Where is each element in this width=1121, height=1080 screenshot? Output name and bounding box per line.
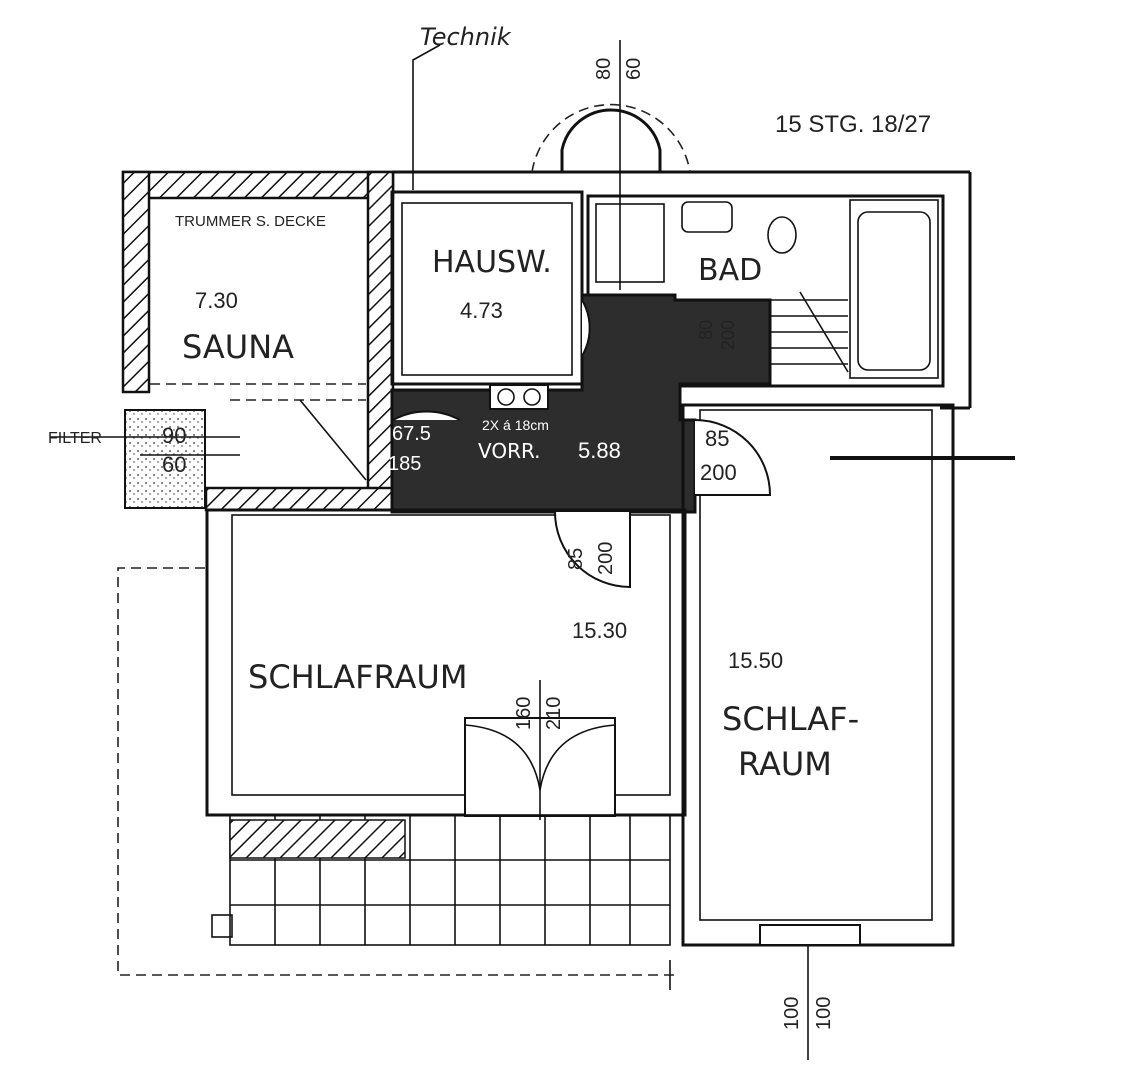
bad-stairs (770, 291, 849, 373)
schlafraum-2-name-line1: SCHLAF- (722, 700, 859, 738)
vorraum-window-box (489, 384, 549, 410)
bad-toilet (767, 216, 797, 254)
schlafraum-1-name: SCHLAFRAUM (248, 658, 467, 696)
bad-door-w: 80 (696, 320, 716, 340)
schlafraum-2-name-line2: RAUM (738, 745, 832, 783)
stair-note: 15 STG. 18/27 (775, 111, 931, 138)
schlafraum-1-window-h: 210 (543, 697, 565, 730)
filter-h: 60 (162, 452, 186, 477)
hausw-name: HAUSW. (432, 245, 552, 280)
hausw-door-swing (581, 299, 591, 357)
sauna-name: SAUNA (182, 328, 294, 366)
terrace-dashed-outline (117, 567, 680, 976)
sauna-diagonal (299, 399, 367, 481)
hausw-area: 4.73 (460, 298, 503, 323)
hausw-room-inner (401, 202, 573, 376)
bad-bathtub-inner (857, 211, 931, 371)
vorr-bottom-door-swing (554, 511, 631, 589)
hausw-room (390, 190, 584, 386)
bad-toilet-cabin (595, 203, 665, 283)
technik-label: Technik (420, 23, 512, 51)
technik-leader (412, 44, 441, 190)
vorr-bottom-door-w: 85 (565, 548, 587, 570)
vorr-right-door-swing (694, 419, 772, 496)
sauna-note: TRUMMER S. DECKE (175, 213, 326, 230)
vorraum-floor (390, 293, 772, 514)
terrace-door (464, 680, 616, 820)
vorraum-window-mark-b (523, 388, 541, 406)
sauna-door-w: 67.5 (392, 423, 431, 445)
filter-label: FILTER (48, 430, 102, 447)
schlafraum-1-inner (231, 514, 671, 796)
sauna-area: 7.30 (195, 288, 238, 313)
vorr-right-door-w: 85 (705, 426, 729, 451)
bad-sink (681, 201, 733, 233)
schlafraum-1-window-w: 160 (513, 697, 535, 730)
bad-name: BAD (698, 253, 762, 288)
vorraum-window-mark-a (497, 388, 515, 406)
schlafraum-2-inner (699, 409, 933, 921)
schlafraum-2-area: 15.50 (728, 648, 783, 673)
schlafraum-2-window-h: 100 (813, 997, 835, 1030)
filter-box (124, 409, 206, 509)
vorr-bottom-door-h: 200 (595, 542, 617, 575)
schlafraum-1-area: 15.30 (572, 618, 627, 643)
top-window-w: 80 (593, 58, 615, 80)
vorr-right-door-h: 200 (700, 460, 737, 485)
top-window-h: 60 (623, 58, 645, 80)
vorr-name: VORR. (478, 439, 541, 463)
schlafraum-2-window-w: 100 (781, 997, 803, 1030)
bad-bathtub (849, 199, 939, 379)
top-bay-arc (531, 103, 691, 173)
sauna-door-swing (392, 410, 461, 421)
bad-room (586, 194, 945, 388)
filter-w: 90 (162, 423, 186, 448)
vorr-note: 2X á 18cm (482, 417, 549, 433)
top-bay-window (560, 108, 662, 172)
schlafraum-2-window (759, 924, 861, 946)
terrace-tiles (211, 814, 671, 946)
vorr-area: 5.88 (578, 438, 621, 463)
bad-door-h: 200 (718, 320, 738, 350)
sauna-door-h: 185 (388, 453, 421, 475)
